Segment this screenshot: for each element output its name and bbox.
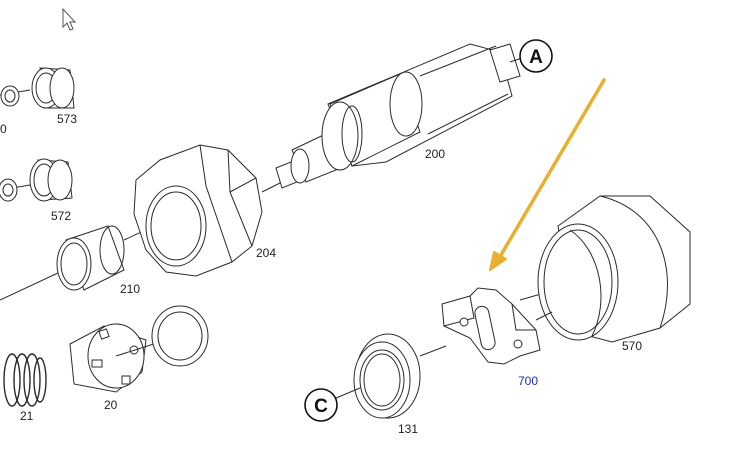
- callout-a[interactable]: A: [519, 39, 553, 73]
- label-204: 204: [256, 246, 276, 260]
- part-20[interactable]: [69, 323, 161, 393]
- part-570[interactable]: [519, 195, 691, 343]
- label-partial-left: 0: [0, 122, 7, 136]
- part-573[interactable]: [0, 67, 75, 109]
- label-572: 572: [51, 209, 71, 223]
- label-200: 200: [425, 147, 445, 161]
- label-20: 20: [104, 398, 118, 412]
- part-131[interactable]: [335, 333, 421, 419]
- label-700: 700: [518, 374, 538, 388]
- mouse-pointer-icon: [62, 7, 77, 31]
- highlight-arrow: [489, 78, 606, 271]
- label-131: 131: [398, 422, 418, 436]
- part-210[interactable]: [0, 215, 177, 301]
- callout-c-letter: C: [314, 396, 328, 417]
- label-210: 210: [120, 282, 140, 296]
- part-200[interactable]: [275, 43, 523, 189]
- o-ring[interactable]: [151, 305, 209, 367]
- label-570: 570: [622, 339, 642, 353]
- callout-a-letter: A: [529, 47, 543, 68]
- part-572[interactable]: [0, 158, 73, 202]
- part-21[interactable]: [3, 353, 47, 407]
- label-573: 573: [57, 112, 77, 126]
- callout-c[interactable]: C: [304, 388, 338, 422]
- part-204[interactable]: [133, 144, 283, 277]
- part-700[interactable]: [419, 287, 553, 365]
- label-21: 21: [20, 409, 34, 423]
